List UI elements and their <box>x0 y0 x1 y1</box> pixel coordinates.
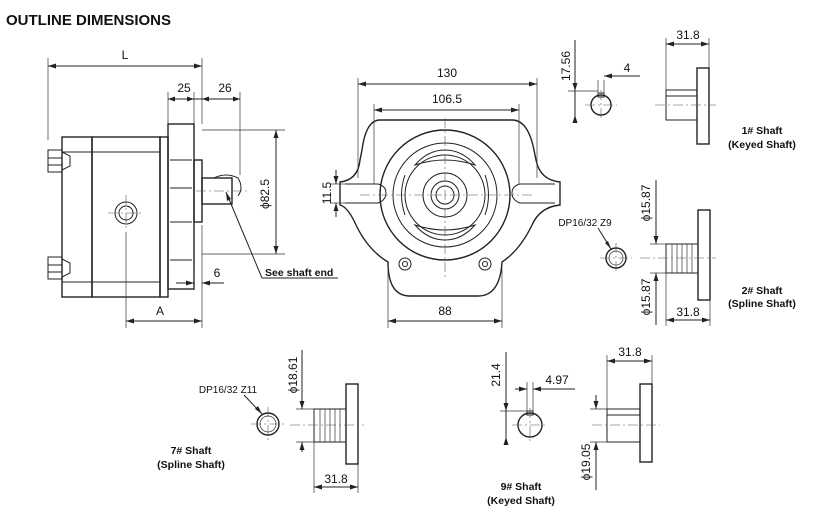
shaft-1-type: (Keyed Shaft) <box>728 139 796 151</box>
shaft-2-spline: DP16/32 Z9 <box>558 218 612 229</box>
callout-see-shaft-end: See shaft end <box>265 267 333 279</box>
shaft-1-detail: 17.56 4 31.8 1# Shaft (Keyed Shaft) <box>559 28 796 151</box>
dim-11-5: 11.5 <box>320 181 334 204</box>
shaft-1-name: 1# Shaft <box>742 125 783 137</box>
dim-L: L <box>122 48 129 62</box>
mounting-flange <box>167 123 195 290</box>
shaft-1-flange <box>696 67 710 145</box>
page-title: OUTLINE DIMENSIONS <box>6 12 171 29</box>
shaft-9-body <box>606 408 641 443</box>
dim-6: 6 <box>214 266 221 280</box>
dim-106-5: 106.5 <box>432 92 462 106</box>
shaft-9-dim-4-97: 4.97 <box>545 373 569 387</box>
dim-26: 26 <box>218 81 232 95</box>
shaft-2-dim-dia-bottom: ϕ15.87 <box>639 278 653 315</box>
shaft-2-dim-dia-top: ϕ15.87 <box>639 184 653 221</box>
dim-88: 88 <box>438 304 452 318</box>
shaft-9-dim-31-8: 31.8 <box>618 345 642 359</box>
shaft-end-leader <box>225 191 263 279</box>
shaft-9-type: (Keyed Shaft) <box>487 495 555 507</box>
shaft-9-detail: 21.4 4.97 31.8 ϕ19.05 9# Shaft (Keyed Sh… <box>487 345 660 507</box>
front-view: 130 106.5 11.5 88 <box>320 66 561 328</box>
shaft-9-dim-dia: ϕ19.05 <box>579 443 593 480</box>
bolt-head-bottom <box>47 256 71 280</box>
shaft-7-flange <box>345 383 359 465</box>
dim-25: 25 <box>177 81 191 95</box>
shaft-2-flange <box>697 209 711 301</box>
shaft-9-flange <box>639 383 653 463</box>
shaft-1-dim-17-56: 17.56 <box>559 51 573 81</box>
dim-A: A <box>156 304 164 318</box>
dim-130: 130 <box>437 66 457 80</box>
dim-dia-82-5: ϕ82.5 <box>258 179 272 209</box>
shaft-2-type: (Spline Shaft) <box>728 298 796 310</box>
shaft-9-name: 9# Shaft <box>501 481 542 493</box>
shaft-9-dim-21-4: 21.4 <box>489 363 503 387</box>
shaft-2-detail: DP16/32 Z9 ϕ15.87 ϕ15.87 31.8 2# Shaft (… <box>558 180 796 326</box>
shaft-7-detail: DP16/32 Z11 ϕ18.61 31.8 7# Shaft (Spline… <box>157 350 364 493</box>
flange-outline <box>339 119 561 297</box>
shaft-1-dim-4: 4 <box>624 61 631 75</box>
shaft-7-dim-31-8: 31.8 <box>324 472 348 486</box>
front-cover <box>159 136 169 298</box>
shaft-7-name: 7# Shaft <box>171 445 212 457</box>
shaft-1-dim-31-8: 31.8 <box>676 28 700 42</box>
bolt-head-top <box>47 149 71 173</box>
mount-hole-right <box>478 257 492 271</box>
shaft-7-spline: DP16/32 Z11 <box>199 385 258 396</box>
side-view: L 25 26 ϕ82.5 See shaft end 6 <box>47 48 338 328</box>
mount-hole-left <box>398 257 412 271</box>
shaft-2-dim-31-8: 31.8 <box>676 305 700 319</box>
rear-cover <box>61 136 93 298</box>
shaft-7-type: (Spline Shaft) <box>157 459 225 471</box>
shaft-7-dim-dia: ϕ18.61 <box>286 356 300 393</box>
shaft-2-name: 2# Shaft <box>742 285 783 297</box>
